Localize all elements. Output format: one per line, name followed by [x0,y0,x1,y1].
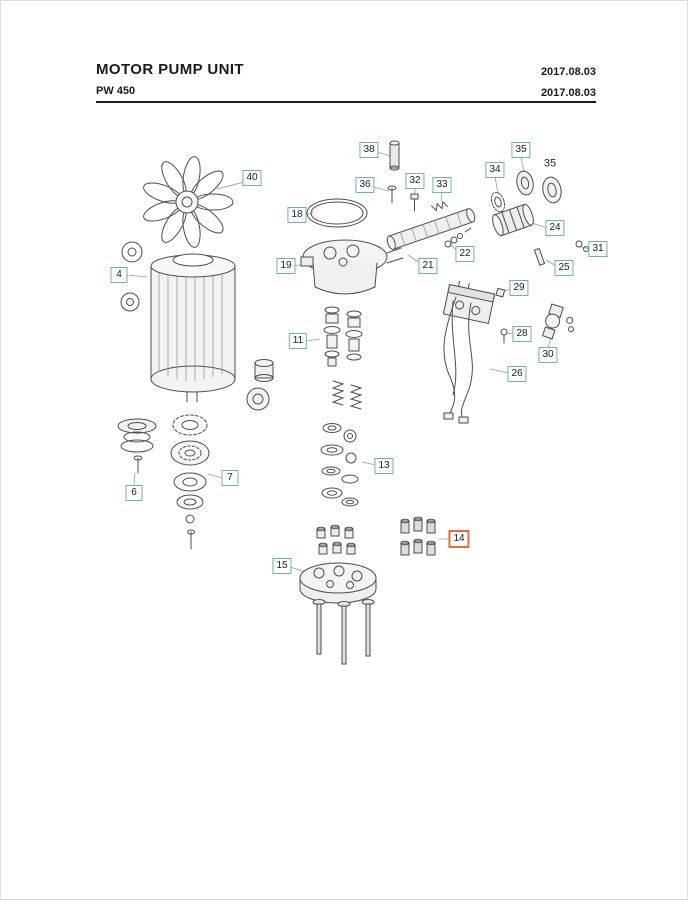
shaft-assembly-part [386,170,562,250]
date-bottom: 2017.08.03 [540,87,596,99]
part-callout-38[interactable]: 38 [359,142,379,158]
part-callout-40[interactable]: 40 [242,170,262,186]
part-callout-26[interactable]: 26 [507,366,527,382]
manifold-part [299,562,377,604]
fitting-parts-14 [400,516,436,556]
part-label-35: 35 [543,157,557,170]
part-callout-36[interactable]: 36 [355,177,375,193]
part-callout-18[interactable]: 18 [287,207,307,223]
part-callout-34[interactable]: 34 [485,162,505,178]
part-callout-6[interactable]: 6 [125,485,143,501]
washer-parts [120,241,143,312]
part-callout-11[interactable]: 11 [288,333,308,349]
fitting-parts-left [316,524,356,555]
bolt-28-part [500,328,508,344]
leader-lines [126,151,591,572]
capacitor-part [442,281,496,325]
part-callout-19[interactable]: 19 [276,258,296,274]
seal-kit-parts [320,423,359,507]
bolt-parts [312,599,375,665]
small-mid-parts [444,227,472,248]
small-top-parts [387,140,449,212]
valve-stack-part [323,306,363,367]
bushing-parts [246,359,274,411]
part-callout-31[interactable]: 31 [588,241,608,257]
date-top: 2017.08.03 [540,66,596,78]
part-callout-35[interactable]: 35 [511,142,531,158]
part-callout-33[interactable]: 33 [432,177,452,193]
gasket-part [495,287,506,298]
valve-assembly-part [541,303,575,340]
part-callout-7[interactable]: 7 [221,470,239,486]
pin-parts [533,240,589,266]
part-callout-29[interactable]: 29 [509,280,529,296]
wiring-harness-part [443,296,473,424]
pump-body-part [300,239,404,295]
part-callout-15[interactable]: 15 [272,558,292,574]
part-callout-32[interactable]: 32 [405,173,425,189]
pulley-parts [117,418,157,474]
bearing-parts [170,414,210,550]
part-callout-21[interactable]: 21 [418,258,438,274]
spring-parts [331,380,363,410]
part-callout-24[interactable]: 24 [545,220,565,236]
part-callout-30[interactable]: 30 [538,347,558,363]
model-number: PW 450 [96,85,136,97]
page-title: MOTOR PUMP UNIT [96,61,244,78]
part-callout-25[interactable]: 25 [554,260,574,276]
header-divider [96,101,596,103]
part-callout-22[interactable]: 22 [455,246,475,262]
part-callout-13[interactable]: 13 [374,458,394,474]
page-header: MOTOR PUMP UNIT PW 450 2017.08.03 2017.0… [96,61,596,99]
revision-dates: 2017.08.03 2017.08.03 [541,62,596,104]
o-ring-part [306,198,368,228]
part-callout-28[interactable]: 28 [512,326,532,342]
part-callout-14[interactable]: 14 [448,530,470,548]
part-callout-4[interactable]: 4 [110,267,128,283]
motor-part [150,253,236,403]
fan-part [143,156,234,248]
